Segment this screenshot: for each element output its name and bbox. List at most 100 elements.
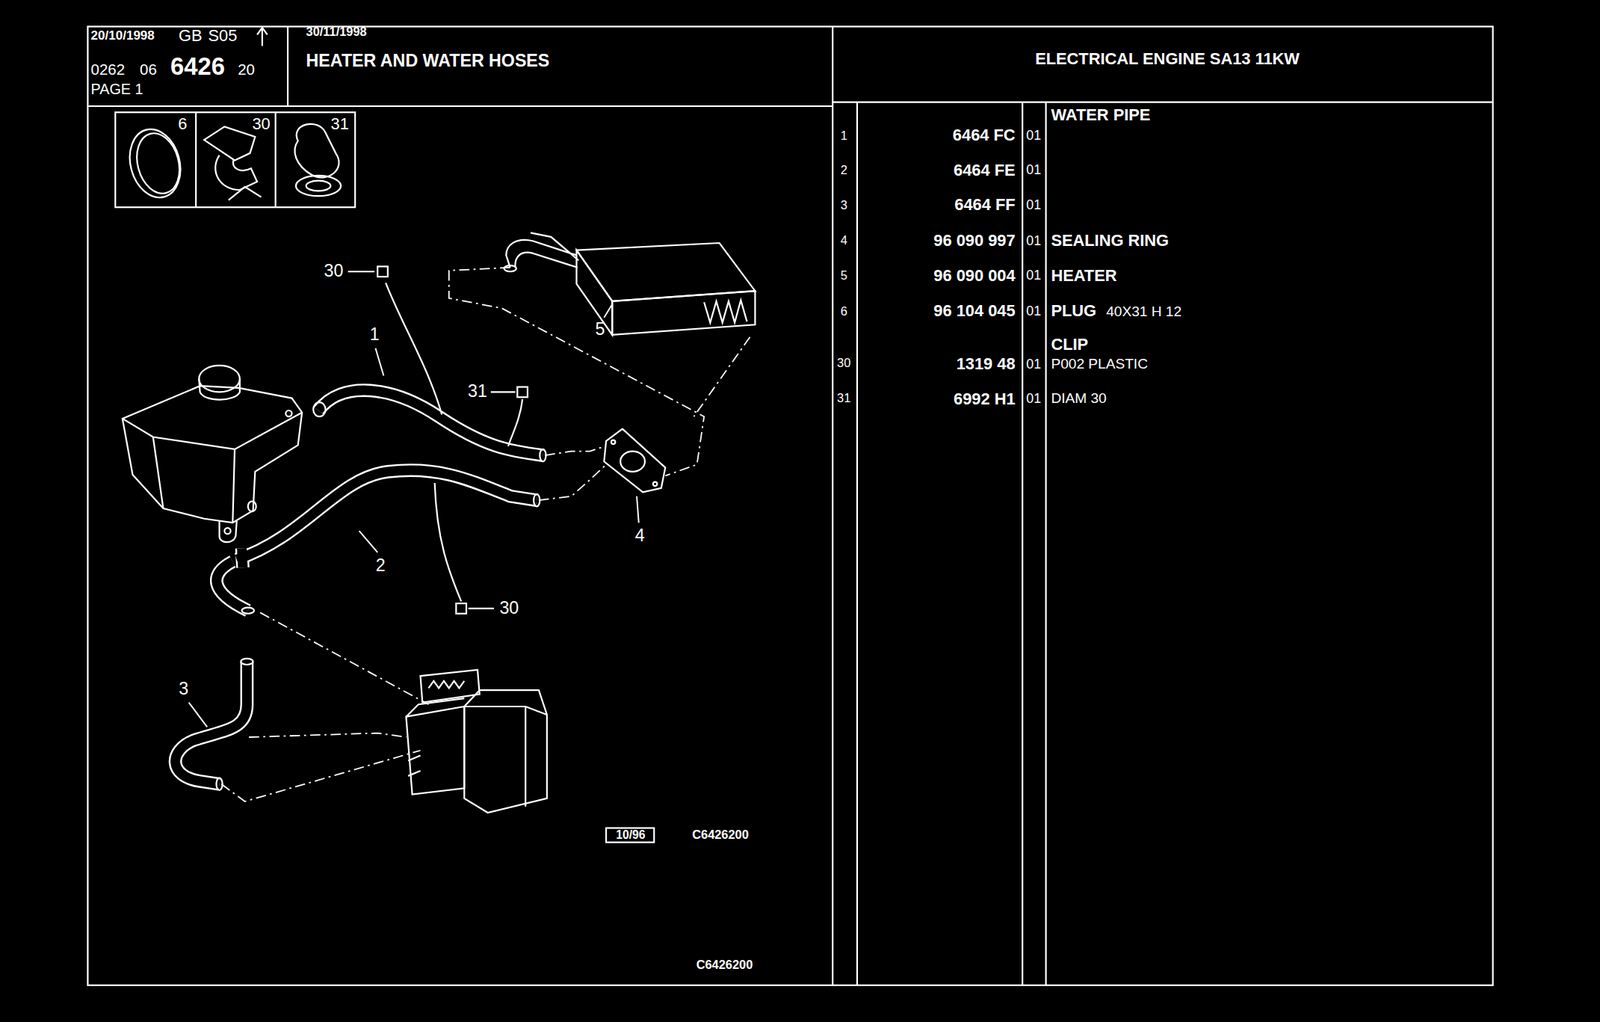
callout-number: 2	[375, 555, 386, 577]
hose-outline	[216, 561, 249, 611]
page-title: HEATER AND WATER HOSES	[306, 50, 551, 72]
header-text: 20	[237, 60, 255, 80]
hose-core	[236, 470, 537, 559]
expansion-tank	[219, 520, 237, 542]
header-text: 6426	[170, 51, 225, 81]
quantity: 01	[1026, 303, 1042, 320]
electric-pump	[420, 669, 480, 703]
expansion-tank	[224, 527, 231, 534]
expansion-tank	[122, 412, 302, 450]
heater-core	[504, 232, 756, 335]
icon-frame	[115, 112, 355, 208]
hose-outline	[175, 661, 248, 784]
expansion-tank	[122, 385, 302, 523]
date-box	[606, 828, 654, 843]
hose-outline	[236, 470, 537, 559]
clip-callout	[508, 399, 523, 447]
page-frame	[286, 26, 289, 107]
leader-line	[636, 496, 639, 524]
expansion-tank	[285, 410, 292, 417]
page-frame	[856, 102, 858, 985]
electric-pump	[464, 689, 548, 813]
date-code: 10/96	[615, 828, 645, 843]
part-number: 96 090 997	[933, 230, 1015, 251]
row-number: 5	[840, 268, 848, 284]
callout-number: 31	[467, 381, 488, 403]
clip-icon	[204, 126, 255, 160]
water-valve	[611, 440, 616, 444]
part-spec: 40X31 H 12	[1106, 303, 1182, 321]
clip-callout	[455, 603, 467, 614]
plug-icon	[122, 123, 188, 204]
quantity: 01	[1026, 267, 1042, 284]
icon-box: 31	[275, 112, 356, 208]
icon-box: 6	[115, 112, 196, 208]
clip-icon	[228, 186, 262, 201]
hose-end	[215, 777, 222, 790]
date-box	[606, 828, 654, 843]
quantity: 01	[1026, 390, 1042, 407]
expansion-tank	[198, 365, 240, 393]
icon-frame	[195, 112, 197, 208]
hose-outline	[318, 390, 543, 456]
clip-callout	[377, 266, 388, 277]
part-description: HEATER	[1050, 266, 1117, 286]
header-text: 30/11/1998	[306, 24, 367, 40]
icon-box: 30	[195, 112, 276, 208]
page-frame	[831, 26, 834, 985]
up-arrow-symbol	[257, 27, 268, 47]
ring-clip-icon	[294, 124, 341, 196]
heater-core	[576, 250, 613, 335]
electric-pump	[428, 680, 465, 689]
callout-number: 1	[369, 324, 380, 346]
row-number: 2	[840, 162, 848, 178]
drawing-code: C6426200	[692, 827, 749, 843]
leader-line	[359, 530, 379, 553]
part-number: 6464 FE	[953, 160, 1016, 181]
leader-line	[603, 304, 613, 318]
quantity: 01	[1026, 356, 1042, 373]
clip-icon	[204, 126, 261, 200]
row-number: 3	[840, 198, 848, 213]
heater-core	[530, 232, 579, 261]
leader-line	[189, 702, 208, 728]
heater-core	[504, 265, 517, 272]
heater-core	[612, 290, 755, 335]
row-number: 4	[840, 233, 848, 249]
electric-pump	[464, 706, 548, 715]
clip-callout	[434, 482, 462, 601]
hose-end	[240, 658, 253, 665]
expansion-tank	[232, 449, 235, 523]
plug-icon	[130, 128, 187, 199]
part-number: 1319 48	[956, 354, 1016, 374]
part-description: CLIP	[1050, 334, 1089, 355]
drawing-code: C6426200	[696, 957, 754, 973]
plug-icon	[122, 123, 188, 204]
page-frame	[832, 100, 1493, 103]
quantity: 01	[1026, 162, 1042, 178]
page-frame	[87, 26, 1493, 985]
dashed-guide	[693, 337, 750, 418]
dashed-guide	[221, 750, 420, 802]
expansion-tank	[248, 501, 257, 512]
hose-end	[242, 607, 255, 614]
dashed-guide	[538, 464, 607, 500]
heater-core	[514, 252, 577, 268]
header-text: GB	[178, 26, 203, 46]
page-frame	[1021, 102, 1024, 985]
hose-end	[215, 402, 546, 790]
row-number: 6	[840, 304, 848, 320]
hose-core	[216, 561, 249, 611]
quantity: 01	[1026, 233, 1042, 249]
part-number: 96 104 045	[933, 301, 1015, 321]
hose-core	[318, 390, 543, 456]
water-valve	[603, 428, 666, 493]
expansion-tank	[198, 378, 240, 400]
header-cell: ELECTRICAL ENGINE SA13 11KW	[832, 26, 1493, 103]
callout-number: 4	[635, 525, 645, 547]
clip-callout	[468, 607, 494, 610]
header-cell: 20/10/1998GBS05026206642620PAGE 1	[87, 26, 288, 107]
hose-outline	[242, 547, 243, 568]
electric-pump	[405, 669, 547, 813]
header-text: ELECTRICAL ENGINE SA13 11KW	[1035, 49, 1300, 69]
